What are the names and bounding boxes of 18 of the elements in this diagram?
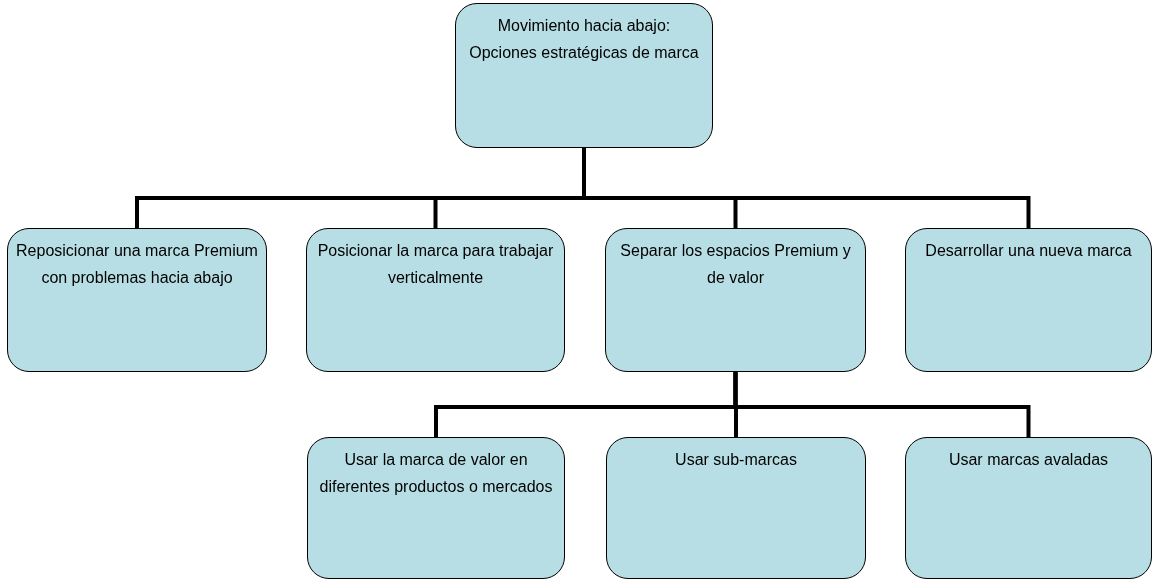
box-text: Usar marcas avaladas (947, 450, 1110, 470)
rounded-box (605, 228, 866, 372)
box-text: Reposicionar una marca Premium con problemas hacia abajo (16, 241, 258, 288)
box-text: Usar sub-marcas (674, 450, 798, 470)
rounded-box (7, 228, 267, 372)
rounded-box (905, 437, 1152, 579)
connector-line (582, 148, 1031, 228)
box-text: Separar los espacios Premium y de valor (619, 241, 852, 288)
rounded-box (307, 437, 565, 579)
rounded-box (606, 437, 866, 579)
rounded-box (306, 228, 565, 372)
rounded-box (905, 228, 1152, 372)
box-text: Posicionar la marca para trabajar verticalmente (316, 241, 555, 288)
box-text: Movimiento hacia abajo: Opciones estratégicas de marca (468, 16, 700, 63)
box-text: Desarrollar una nueva marca (924, 241, 1133, 261)
rounded-box (455, 3, 713, 148)
connector-line (733, 372, 1031, 437)
box-text: Usar la marca de valor en diferentes productos o mercados (318, 450, 554, 497)
